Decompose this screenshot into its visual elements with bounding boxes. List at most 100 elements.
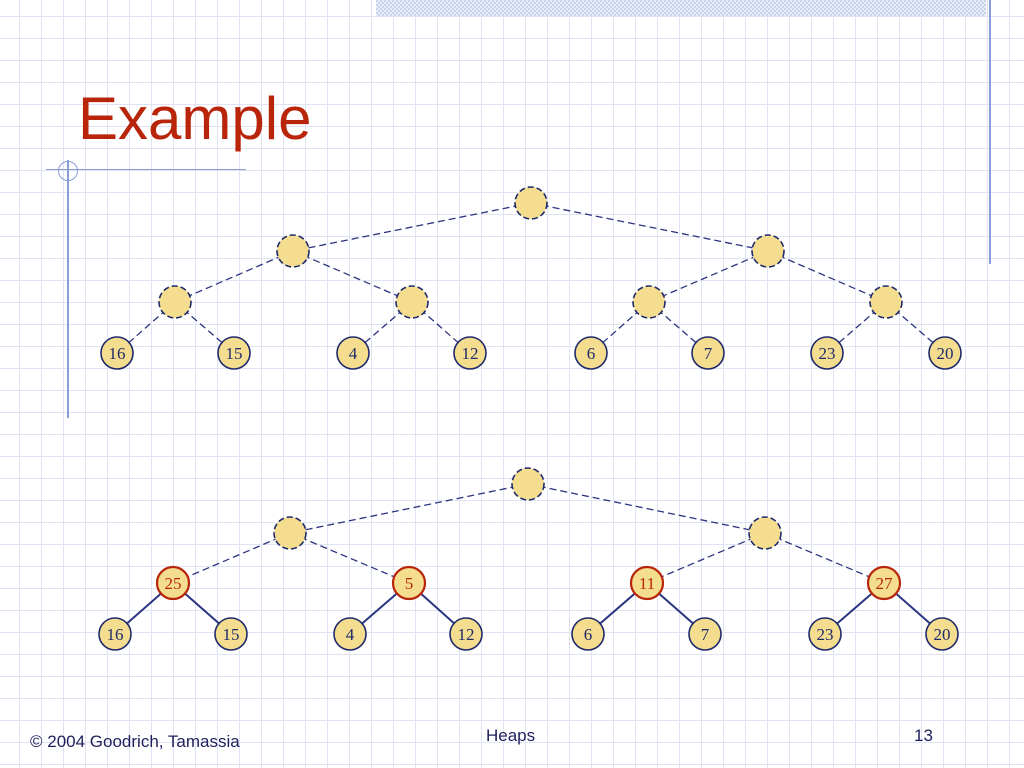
node-circle bbox=[928, 336, 962, 370]
tree-node: 25 bbox=[155, 565, 191, 601]
node-circle bbox=[333, 617, 367, 651]
node-circle bbox=[453, 336, 487, 370]
tree-edge bbox=[527, 483, 766, 534]
tree-node: 23 bbox=[810, 336, 844, 370]
slide-title: Example bbox=[78, 85, 312, 152]
node-label: 12 bbox=[458, 625, 475, 644]
node-circle bbox=[276, 234, 310, 268]
node-circle bbox=[691, 336, 725, 370]
tree-node: 12 bbox=[453, 336, 487, 370]
tree-node bbox=[748, 516, 782, 550]
node-circle bbox=[391, 565, 427, 601]
node-label: 23 bbox=[819, 344, 836, 363]
node-circle bbox=[925, 617, 959, 651]
node-label: 20 bbox=[937, 344, 954, 363]
node-circle bbox=[574, 336, 608, 370]
node-circle bbox=[810, 336, 844, 370]
tree-edge bbox=[172, 532, 291, 584]
tree-edge bbox=[648, 250, 769, 303]
tree-node: 16 bbox=[98, 617, 132, 651]
node-circle bbox=[869, 285, 903, 319]
node-label: 23 bbox=[817, 625, 834, 644]
tree-edge bbox=[530, 202, 769, 252]
left-vertical-rule bbox=[67, 160, 69, 418]
footer-topic: Heaps bbox=[486, 726, 536, 745]
node-circle bbox=[273, 516, 307, 550]
node-circle bbox=[98, 617, 132, 651]
tree-node: 5 bbox=[391, 565, 427, 601]
node-label: 15 bbox=[226, 344, 243, 363]
node-circle bbox=[632, 285, 666, 319]
tree-node bbox=[511, 467, 545, 501]
node-label: 27 bbox=[876, 574, 894, 593]
title-ornament-icon bbox=[58, 161, 78, 181]
node-circle bbox=[100, 336, 134, 370]
tree-node: 11 bbox=[629, 565, 665, 601]
header-band bbox=[376, 0, 986, 16]
node-label: 20 bbox=[934, 625, 951, 644]
node-label: 7 bbox=[701, 625, 710, 644]
node-circle bbox=[808, 617, 842, 651]
node-circle bbox=[748, 516, 782, 550]
node-label: 15 bbox=[223, 625, 240, 644]
node-circle bbox=[866, 565, 902, 601]
tree-edge bbox=[764, 532, 885, 584]
tree-edge bbox=[289, 532, 410, 584]
tree-node bbox=[632, 285, 666, 319]
node-label: 16 bbox=[107, 625, 124, 644]
tree-node bbox=[276, 234, 310, 268]
node-circle bbox=[511, 467, 545, 501]
node-label: 25 bbox=[165, 574, 182, 593]
heap-tree-before: 16 15 4 12 6 7 23 20 bbox=[100, 186, 962, 370]
tree-node bbox=[273, 516, 307, 550]
node-label: 6 bbox=[587, 344, 596, 363]
node-label: 11 bbox=[639, 574, 655, 593]
tree-edge bbox=[767, 250, 887, 303]
tree-node: 6 bbox=[571, 617, 605, 651]
node-circle bbox=[217, 336, 251, 370]
tree-node: 15 bbox=[217, 336, 251, 370]
tree-node: 20 bbox=[928, 336, 962, 370]
title-underline bbox=[46, 169, 246, 170]
tree-node: 16 bbox=[100, 336, 134, 370]
node-circle bbox=[336, 336, 370, 370]
tree-node: 6 bbox=[574, 336, 608, 370]
tree-edge bbox=[292, 202, 532, 252]
node-label: 6 bbox=[584, 625, 593, 644]
node-circle bbox=[571, 617, 605, 651]
node-circle bbox=[158, 285, 192, 319]
node-circle bbox=[751, 234, 785, 268]
node-circle bbox=[514, 186, 548, 220]
node-label: 4 bbox=[346, 625, 355, 644]
tree-edge bbox=[289, 483, 529, 534]
node-label: 7 bbox=[704, 344, 713, 363]
tree-node: 12 bbox=[449, 617, 483, 651]
tree-node: 7 bbox=[691, 336, 725, 370]
tree-node bbox=[869, 285, 903, 319]
node-circle bbox=[214, 617, 248, 651]
tree-node: 4 bbox=[333, 617, 367, 651]
footer-page-number: 13 bbox=[914, 726, 933, 745]
tree-node: 20 bbox=[925, 617, 959, 651]
tree-node bbox=[395, 285, 429, 319]
tree-edge bbox=[646, 532, 766, 584]
tree-node: 27 bbox=[866, 565, 902, 601]
tree-node: 15 bbox=[214, 617, 248, 651]
node-circle bbox=[449, 617, 483, 651]
node-circle bbox=[629, 565, 665, 601]
footer-copyright: © 2004 Goodrich, Tamassia bbox=[30, 732, 240, 751]
tree-node bbox=[158, 285, 192, 319]
tree-edge bbox=[174, 250, 294, 303]
tree-node: 4 bbox=[336, 336, 370, 370]
node-label: 5 bbox=[405, 574, 414, 593]
tree-edge bbox=[292, 250, 413, 303]
node-circle bbox=[155, 565, 191, 601]
tree-node: 23 bbox=[808, 617, 842, 651]
tree-node bbox=[751, 234, 785, 268]
node-label: 4 bbox=[349, 344, 358, 363]
node-label: 16 bbox=[109, 344, 126, 363]
tree-node bbox=[514, 186, 548, 220]
node-circle bbox=[688, 617, 722, 651]
node-circle bbox=[395, 285, 429, 319]
